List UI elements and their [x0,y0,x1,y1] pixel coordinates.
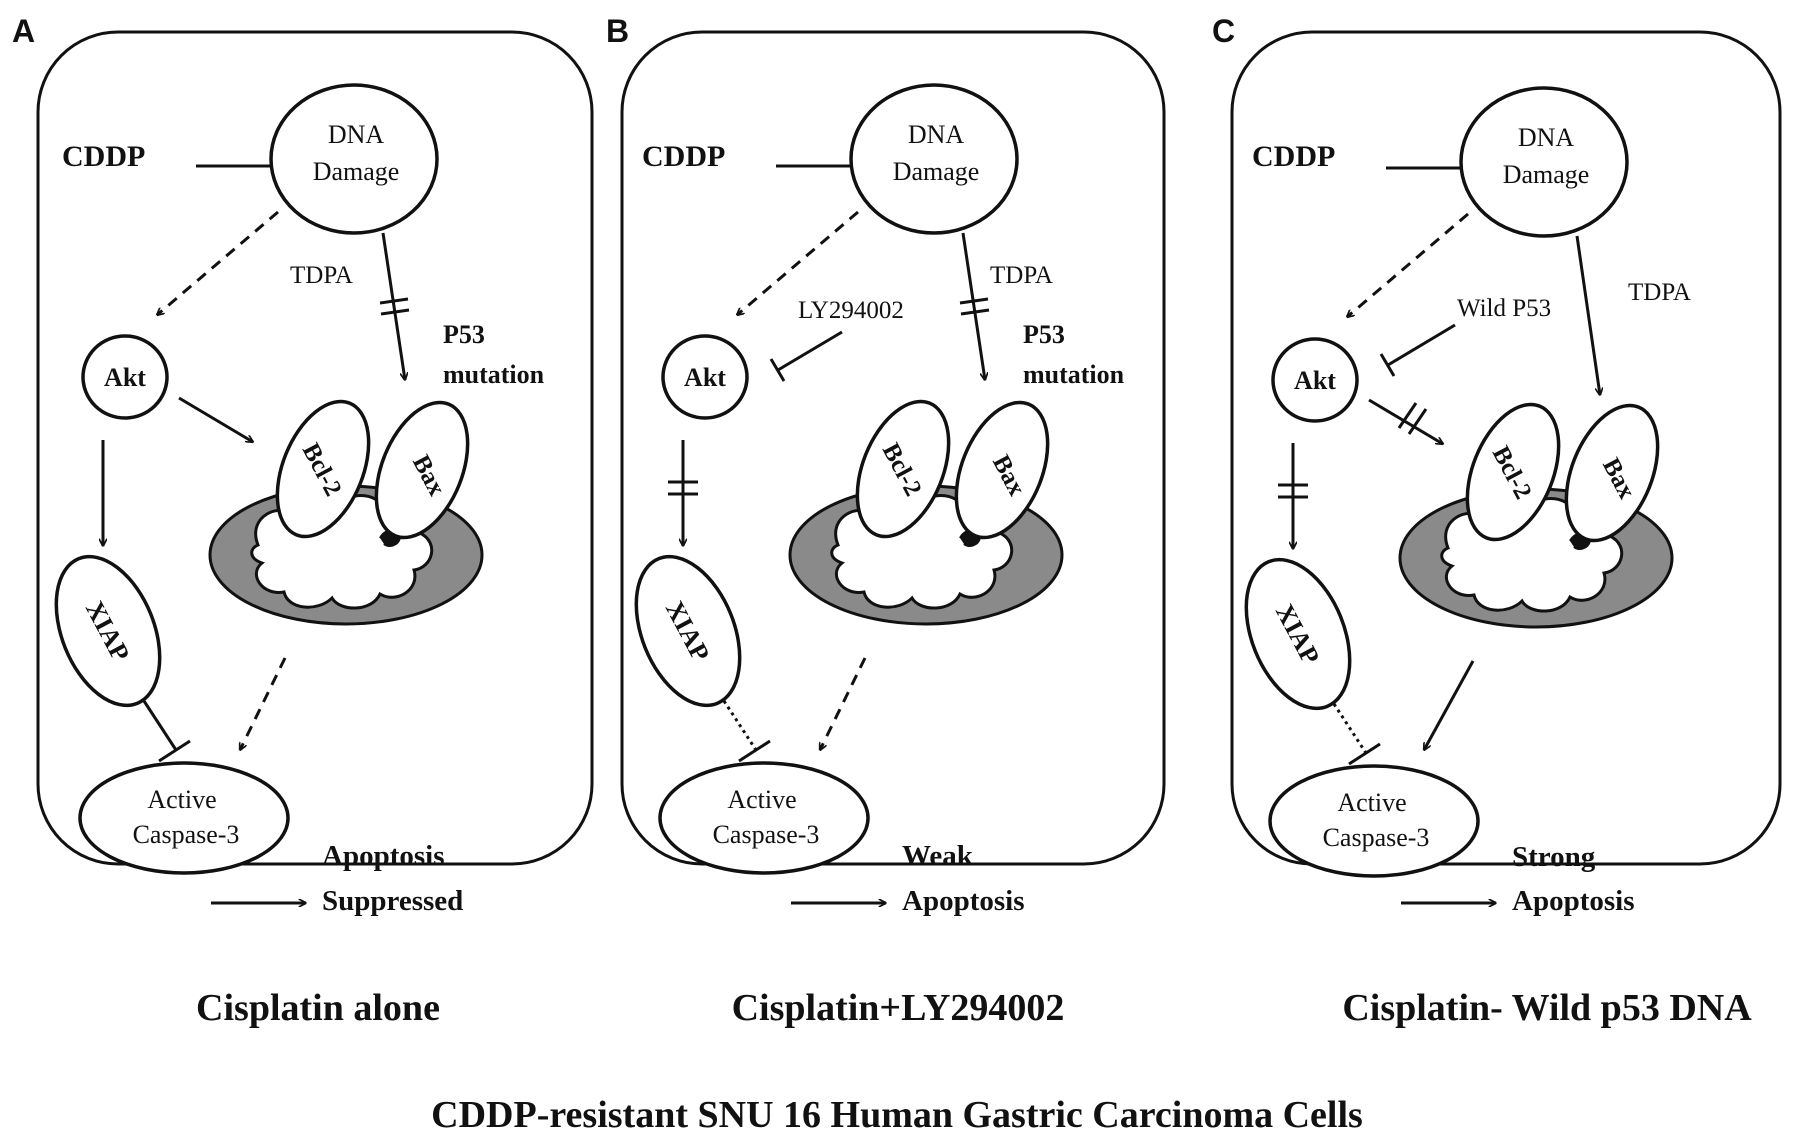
p53-label-line1: P53 [1023,320,1065,349]
bcl2-node: Bcl-2 [1465,402,1561,542]
caspase-label-line1: Active [1337,788,1406,817]
panel-b: B CDDP DNA Damage TDPA P53 mutation LY29… [606,13,1166,1029]
inhibitor-label: LY294002 [798,297,904,324]
panel-a: A CDDP DNA Damage TDPA P53 mutation Akt … [12,13,594,1029]
tdpa-to-bax-arrow [1575,235,1600,395]
caspase3-node [78,761,290,875]
inhibition-bar [738,739,771,763]
bcl2-node: Bcl-2 [275,399,371,539]
dna-damage-node [1459,86,1629,238]
caspase3-node [658,761,870,875]
dna-to-p53-arrow [381,232,405,380]
dna-to-p53-arrow [961,232,985,380]
p53-label-line1: P53 [443,320,485,349]
panel-caption: Cisplatin- Wild p53 DNA [1342,987,1752,1029]
mito-to-caspase-arrow [1422,660,1475,750]
akt-node [1271,337,1359,423]
cddp-label: CDDP [1252,140,1335,173]
inhibition-bar [1348,742,1381,766]
block-mark [379,297,409,305]
panel-letter: A [12,13,35,49]
dna-damage-node [269,83,439,235]
dna-to-akt-dashed-arrow [157,210,279,315]
inhibition-bar [1379,353,1396,377]
xiap-inhibits-caspase-dotted [722,700,758,751]
outcome-line2: Apoptosis [902,885,1025,917]
xiap-node: XIAP [54,554,162,708]
outcome-line2: Apoptosis [1512,885,1635,917]
xiap-node: XIAP [634,554,742,708]
caspase3-node [1268,764,1480,878]
akt-label: Akt [1294,366,1336,395]
mito-to-caspase-dashed-arrow [818,657,867,750]
dna-damage-node [849,83,1019,235]
akt-to-bcl2-arrow [1368,398,1443,444]
dna-to-akt-dashed-arrow [1347,212,1469,317]
cddp-label: CDDP [642,140,725,173]
bax-node: Bax [954,400,1050,540]
dna-label-line2: Damage [893,157,980,186]
inhibition-bar [769,358,786,382]
outcome-line1: Strong [1512,841,1596,873]
outcome-line2: Suppressed [322,885,463,917]
bax-node: Bax [374,400,470,540]
block-mark [1397,402,1418,429]
panel-c: C CDDP DNA Damage TDPA Wild P53 Akt Bcl-… [1212,13,1782,1029]
caspase-label-line2: Caspase-3 [713,820,820,849]
dna-label-line2: Damage [313,157,400,186]
bcl2-node: Bcl-2 [855,399,951,539]
xiap-node: XIAP [1244,557,1352,711]
tdpa-label: TDPA [290,262,353,289]
caspase-label-line2: Caspase-3 [1323,823,1430,852]
panel-letter: C [1212,13,1235,49]
block-mark [960,308,990,316]
p53-label-line2: mutation [443,360,545,389]
tdpa-label: TDPA [1628,279,1691,306]
akt-to-bcl2-arrow [178,396,253,442]
bax-node: Bax [1564,403,1660,543]
caspase-label-line1: Active [727,785,796,814]
dna-label-line1: DNA [908,120,965,149]
block-mark [959,297,989,305]
dna-label-line2: Damage [1503,160,1590,189]
inhibitor-to-akt [1387,323,1456,367]
p53-label-line2: mutation [1023,360,1125,389]
block-mark [1407,408,1428,435]
mito-to-caspase-dashed-arrow [238,657,287,750]
inhibitor-to-akt [777,330,843,372]
akt-label: Akt [684,363,726,392]
tdpa-label: TDPA [990,262,1053,289]
akt-node [81,334,169,420]
inhibitor-label: Wild P53 [1457,295,1551,322]
panel-caption: Cisplatin+LY294002 [732,987,1065,1029]
xiap-inhibits-caspase-dotted [1332,703,1368,754]
panel-letter: B [606,13,629,49]
figure-title: CDDP-resistant SNU 16 Human Gastric Carc… [431,1094,1363,1136]
akt-node [661,334,749,420]
outcome-line1: Weak [902,840,974,872]
caspase-label-line1: Active [147,785,216,814]
outcome-line1: Apoptosis [322,840,445,872]
cddp-label: CDDP [62,140,145,173]
dna-to-akt-dashed-arrow [737,210,859,315]
panel-caption: Cisplatin alone [196,987,440,1029]
akt-label: Akt [104,363,146,392]
block-mark [380,308,410,316]
dna-label-line1: DNA [1518,123,1575,152]
caspase-label-line2: Caspase-3 [133,820,240,849]
inhibition-bar [158,739,191,763]
dna-label-line1: DNA [328,120,385,149]
xiap-inhibits-caspase [142,700,178,751]
